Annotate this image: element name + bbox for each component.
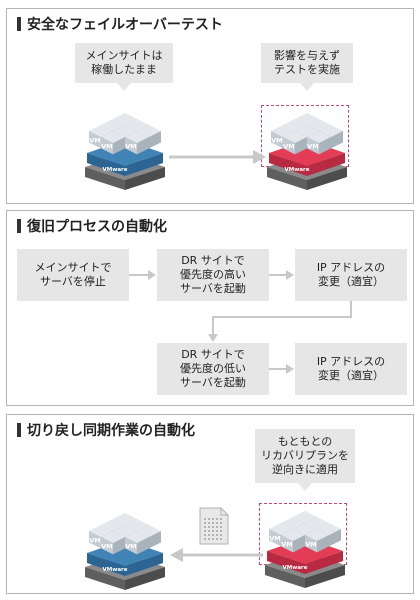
svg-text:VMware: VMware: [103, 567, 128, 573]
step-change-ip-2: IP アドレスの 変更（適宜）: [295, 343, 407, 395]
flow-arrows: [129, 270, 352, 374]
arrow-right-icon: [169, 150, 266, 164]
svg-text:VM: VM: [89, 536, 101, 544]
step-stop-main-server: メインサイトで サーバを停止: [17, 249, 129, 301]
document-icon: [199, 507, 229, 545]
svg-text:VM: VM: [283, 142, 295, 150]
svg-text:VM: VM: [307, 142, 319, 150]
svg-text:VM: VM: [305, 540, 317, 548]
arrow-left-icon: [170, 548, 263, 562]
note-test-without-impact: 影響を与えず テストを実施: [261, 43, 353, 91]
panel-title: 復旧プロセスの自動化: [17, 216, 167, 236]
panel-title: 切り戻し同期作業の自動化: [17, 420, 195, 440]
panel-recovery-automation: 復旧プロセスの自動化 メインサイトで サーバを停止 DR サイトで 優先度の高い…: [6, 210, 414, 406]
step-change-ip-1: IP アドレスの 変更（適宜）: [295, 249, 407, 301]
svg-text:VM: VM: [89, 136, 101, 144]
panel-title: 安全なフェイルオーバーテスト: [17, 14, 223, 34]
svg-text:VM: VM: [101, 142, 113, 150]
svg-text:VM: VM: [271, 136, 283, 144]
note-main-site-running: メインサイトは 稼働したまま: [75, 43, 173, 91]
panel-failback-automation: 切り戻し同期作業の自動化 もともとの リカバリプランを 逆向きに適用 VMwar…: [6, 414, 414, 594]
svg-text:VM: VM: [281, 540, 293, 548]
svg-text:VM: VM: [269, 534, 281, 542]
svg-text:VM: VM: [125, 142, 137, 150]
svg-text:VM: VM: [125, 542, 137, 550]
svg-text:VMware: VMware: [283, 565, 308, 571]
svg-text:VMware: VMware: [103, 167, 128, 173]
svg-text:VM: VM: [101, 542, 113, 550]
step-start-high-priority: DR サイトで 優先度の高い サーバを起動: [157, 249, 269, 301]
note-reverse-recovery-plan: もともとの リカバリプランを 逆向きに適用: [255, 429, 355, 491]
step-start-low-priority: DR サイトで 優先度の低い サーバを起動: [157, 343, 269, 395]
panel-failover-test: 安全なフェイルオーバーテスト メインサイトは 稼働したまま 影響を与えず テスト…: [6, 8, 414, 204]
svg-text:VMware: VMware: [285, 167, 310, 173]
